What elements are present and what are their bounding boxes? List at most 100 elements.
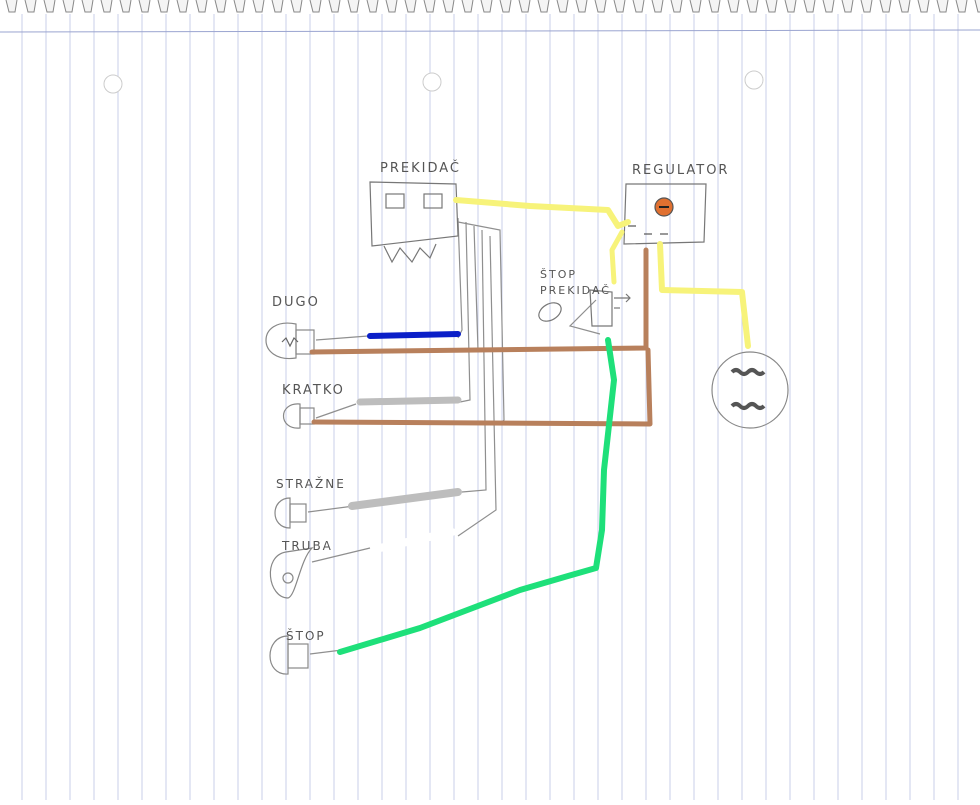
punch-hole-right (744, 70, 764, 90)
spiral-notch (936, 0, 949, 13)
pencil-lead-strazne (307, 505, 355, 513)
stop-bulb-socket (287, 643, 309, 669)
spiral-notch (5, 0, 18, 13)
spiral-notch (784, 0, 797, 13)
spiral-notch (366, 0, 379, 13)
spiral-notch (575, 0, 588, 13)
white-wire-truba (376, 528, 456, 552)
spiral-notch (670, 0, 683, 13)
dugo-bulb (265, 322, 315, 360)
stop-switch-arrow (614, 293, 631, 303)
spiral-notch (974, 0, 980, 13)
switch-teeth (383, 243, 437, 264)
spiral-notch (537, 0, 550, 13)
spiral-notch (632, 0, 645, 13)
pencil-wire-6 (457, 221, 505, 425)
stop-switch-body (589, 289, 613, 327)
spiral-notch (43, 0, 56, 13)
top-margin-line (0, 29, 980, 33)
pencil-lead-kratko (315, 403, 357, 419)
stop-bulb-glass (269, 635, 289, 675)
spiral-notch (138, 0, 151, 13)
punch-hole-center (422, 72, 442, 92)
dugo-label: DUGO (272, 295, 320, 310)
spiral-notch (803, 0, 816, 13)
switch-label: PREKIDAČ (380, 160, 461, 176)
paper-rules (0, 14, 980, 800)
battery-component (711, 351, 789, 429)
green-wire-stop (337, 337, 617, 655)
pencil-wire-5 (457, 235, 497, 537)
spiral-notch (917, 0, 930, 13)
stop-label: ŠTOP (286, 628, 326, 643)
spiral-notch (309, 0, 322, 13)
truba-horn-center (282, 572, 294, 584)
spiral-notch (765, 0, 778, 13)
stop-switch-label-line1: ŠTOP (540, 268, 577, 281)
truba-horn-body (269, 547, 314, 599)
kratko-bulb-glass (283, 403, 301, 429)
spiral-notch (727, 0, 740, 13)
pencil-lead-dugo (315, 335, 369, 341)
spiral-notch (594, 0, 607, 13)
pencil-lead-stop (309, 649, 343, 655)
spiral-notch (689, 0, 702, 13)
stop-switch-component (538, 289, 631, 327)
spiral-notch (195, 0, 208, 13)
spiral-notch (81, 0, 94, 13)
strazne-label: STRAŽNE (276, 476, 346, 491)
stop-switch-plunger (538, 302, 562, 322)
spiral-notch (24, 0, 37, 13)
battery-circle (711, 351, 789, 429)
dugo-bulb-socket (295, 329, 315, 355)
spiral-notch (879, 0, 892, 13)
pencil-stop-switch-link (568, 299, 601, 335)
yellow-wire-regulator-battery (657, 241, 751, 349)
switch-window-right (423, 193, 443, 209)
spiral-notch (708, 0, 721, 13)
blue-wire-dugo (367, 331, 461, 339)
pencil-wire-4 (461, 229, 487, 493)
spiral-notch (347, 0, 360, 13)
spiral-notch (955, 0, 968, 13)
spiral-binding (5, 0, 980, 13)
spiral-notch (499, 0, 512, 13)
spiral-notch (233, 0, 246, 13)
kratko-bulb (283, 403, 315, 429)
yellow-wire-regulator-stopswitch (609, 229, 625, 285)
dugo-bulb-glass (265, 322, 297, 360)
spiral-notch (157, 0, 170, 13)
strazne-bulb-socket (289, 503, 307, 523)
stop-switch-label-line2: PREKIDAČ (540, 284, 611, 297)
colored-wires (309, 197, 751, 655)
spiral-notch (423, 0, 436, 13)
spiral-notch (556, 0, 569, 13)
switch-body (369, 181, 459, 247)
spiral-notch (841, 0, 854, 13)
spiral-notch (860, 0, 873, 13)
spiral-notch (176, 0, 189, 13)
yellow-wire-switch-regulator (453, 197, 631, 229)
spiral-notch (613, 0, 626, 13)
switch-component (369, 181, 459, 264)
kratko-bulb-socket (299, 407, 315, 425)
spiral-notch (480, 0, 493, 13)
gray-wire-kratko (356, 396, 462, 406)
spiral-notch (898, 0, 911, 13)
spiral-notch (252, 0, 265, 13)
spiral-notch (328, 0, 341, 13)
truba-horn (269, 547, 314, 599)
spiral-notch (518, 0, 531, 13)
brown-wire-kratko (311, 347, 653, 427)
battery-scribble-bottom (730, 402, 766, 410)
spiral-notch (442, 0, 455, 13)
spiral-notch (214, 0, 227, 13)
strazne-bulb-glass (274, 497, 291, 529)
spiral-notch (100, 0, 113, 13)
spiral-notch (746, 0, 759, 13)
battery-scribble-top (730, 368, 766, 376)
gray-wire-strazne (348, 488, 462, 510)
truba-label: TRUBA (281, 539, 333, 553)
punch-hole-left (103, 74, 123, 94)
spiral-notch (822, 0, 835, 13)
